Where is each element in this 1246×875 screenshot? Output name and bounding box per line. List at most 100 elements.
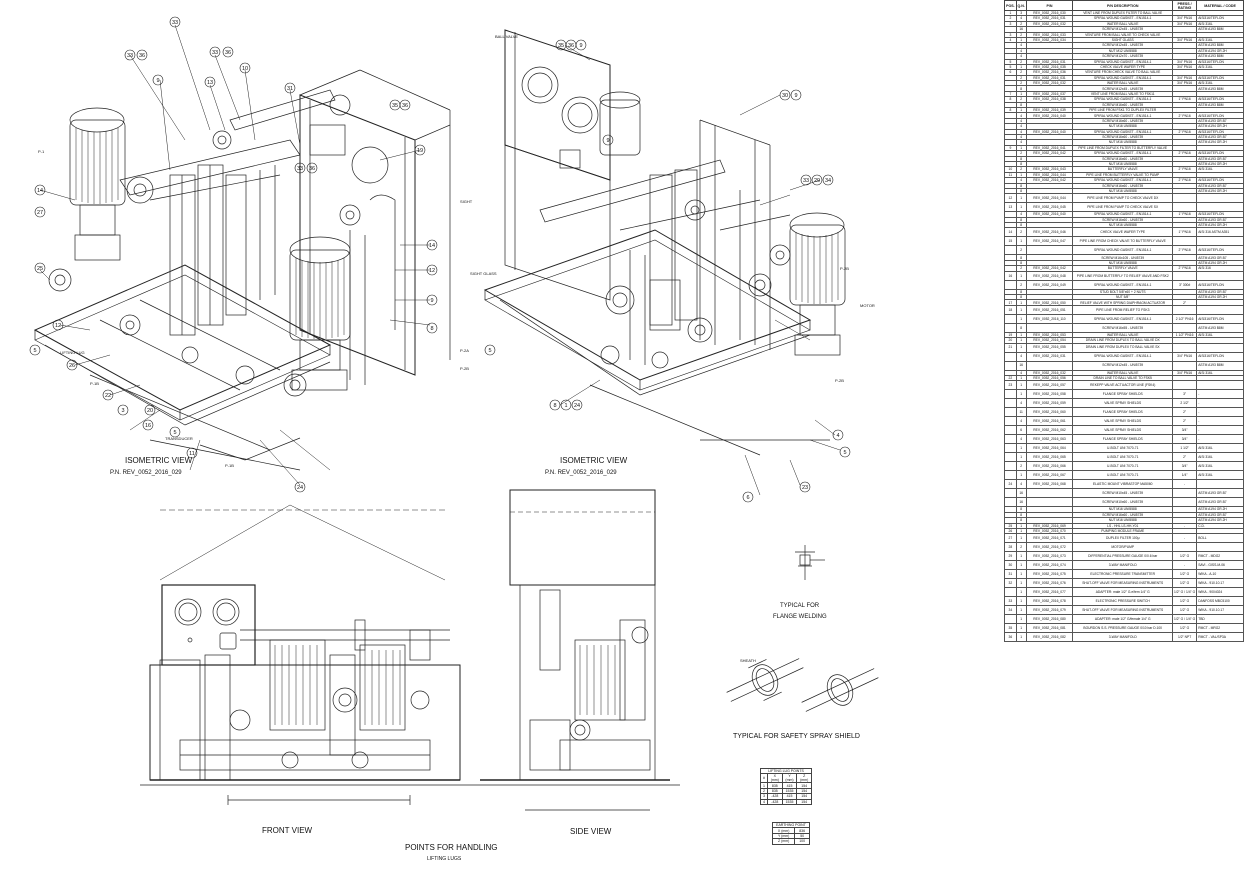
bom-cell-pn: REV_0052_2016_070 [1025,527,1074,535]
bom-cell-rating: 2" PN16 [1171,245,1198,256]
svg-text:13: 13 [207,80,213,86]
bom-cell-pn: REV_0052_2016_053 [1025,331,1074,339]
bom-cell-pos [1004,470,1017,481]
svg-text:22: 22 [105,393,111,399]
bom-cell-qty: 1 [1015,578,1027,589]
bom-cell-pn: REV_0052_2016_058 [1025,389,1074,400]
svg-text:23: 23 [802,485,808,491]
bom-cell-material: WIKA - 910.10.17 [1196,578,1244,589]
bom-cell-pos [1004,313,1017,324]
bom-cell-material: WIKA - 9004024 [1196,587,1244,598]
bom-cell-pn: REV_0052_2016_071 [1025,533,1074,544]
bom-cell-description: SPIRAL WOUND GASKET - EN1514-1 [1072,279,1173,290]
bom-cell-pos [1004,360,1017,371]
bom-cell-qty: 2 [1015,245,1027,256]
bom-cell-pn: REV_0052_2016_049 [1025,279,1074,290]
bom-cell-material: AISI316/TEFLON [1196,245,1244,256]
bom-cell-rating: 1/2" G [1171,596,1198,607]
handling-subtitle: LIFTING LUGS [427,856,462,862]
bom-cell-pn: REV_0052_2016_072 [1025,542,1074,553]
bom-cell-rating: 1 1/2" [1171,443,1198,454]
bom-cell-material: - [1196,407,1244,418]
svg-text:24: 24 [574,403,580,409]
earthing-point-table: EARTHING POINT X (mm)836 Y (mm)50 Z (mm)… [771,821,810,845]
bom-cell-material [1196,542,1244,553]
callout-text: 33 [172,20,178,26]
bom-cell-rating [1171,193,1198,204]
bom-cell-rating: 1/2" G [1171,605,1198,616]
bom-cell-pos: 31 [1004,569,1017,580]
bom-cell-description: U-BOLT UNI 7070-71 [1072,452,1173,463]
bom-cell-material: - [1196,425,1244,436]
bom-cell-pn [1025,488,1074,499]
bom-cell-pn: REV_0052_2016_077 [1025,587,1074,598]
bom-cell-description: U-BOLT UNI 7070-71 [1072,470,1173,481]
bom-cell-material: AISI 316 [1196,265,1244,272]
svg-text:27: 27 [37,210,43,216]
bom-cell-qty: 4 [1015,398,1027,409]
svg-text:8: 8 [553,403,556,409]
bom-cell-pos [1004,497,1017,508]
bom-cell-qty: 2 [1015,279,1027,290]
bom-cell-pn: REV_0052_2016_047 [1025,236,1074,247]
bom-cell-qty: 1 [1015,551,1027,562]
bom-cell-rating [1171,322,1198,333]
bom-cell-material [1196,270,1244,281]
bom-cell-material [1196,342,1244,353]
bom-cell-rating [1171,304,1198,315]
bom-cell-description: PIPE LINE FROM DUPLEX FILTER TO BUTTERFL… [1072,144,1173,152]
bom-cell-description: PIPE LINE FROM PUMP TO CHECK VALVE DX [1072,193,1173,204]
bom-cell-pn: REV_0052_2016_064 [1025,443,1074,454]
svg-text:33: 33 [803,178,809,184]
bom-cell-qty: 4 [1015,434,1027,445]
svg-text:33: 33 [297,166,303,172]
bom-cell-description: PIPE LINE FROM RELIEF TO FSK3 [1072,304,1173,315]
bom-cell-pn: REV_0052_2016_075 [1025,569,1074,580]
bom-cell-qty: 4 [1015,351,1027,362]
bom-cell-pn: REV_0052_2016_074 [1025,560,1074,571]
bom-cell-material [1196,374,1244,382]
bom-cell-description: RELIEF VALVE WITH SPRING DIAPHRAGM ACTUA… [1072,299,1173,306]
side-view-title: SIDE VIEW [570,827,612,836]
bom-cell-rating: 2" [1171,452,1198,463]
bom-cell-description: FLANGE SPRAY SHIELDS [1072,389,1173,400]
bom-cell-pos [1004,425,1017,436]
bom-cell-qty: 8 [1015,322,1027,333]
bom-cell-rating: 1/2" NPT [1171,632,1198,643]
bom-header-pos: POS. [1004,0,1017,11]
earthing-row: Z (mm)100 [771,838,810,845]
svg-text:5: 5 [843,450,846,456]
flange-welding-detail: TYPICAL FOR FLANGE WELDING [773,545,827,620]
bom-cell-rating: 2" PN16 [1171,265,1198,272]
bom-cell-pos [1004,614,1017,625]
bom-cell-rating: 3" [1171,389,1198,400]
bom-cell-material: - [1196,416,1244,427]
bom-cell-pos [1004,488,1017,499]
bom-cell-material: AISI 316L [1196,470,1244,481]
front-view-title: FRONT VIEW [262,826,313,835]
bom-cell-rating: 3/4" [1171,461,1198,472]
bom-cell-description: CHECK VALVE WAFER TYPE [1072,227,1173,238]
bom-cell-description: SPIRAL WOUND GASKET - EN1514-1 [1072,351,1173,362]
motor-iso2 [789,212,846,356]
bom-header-row: POS. Q.N. P/N P/N DESCRIPTION PRESS / RA… [1004,0,1244,11]
bom-cell-rating: - [1171,533,1198,544]
bom-cell-material [1196,304,1244,315]
